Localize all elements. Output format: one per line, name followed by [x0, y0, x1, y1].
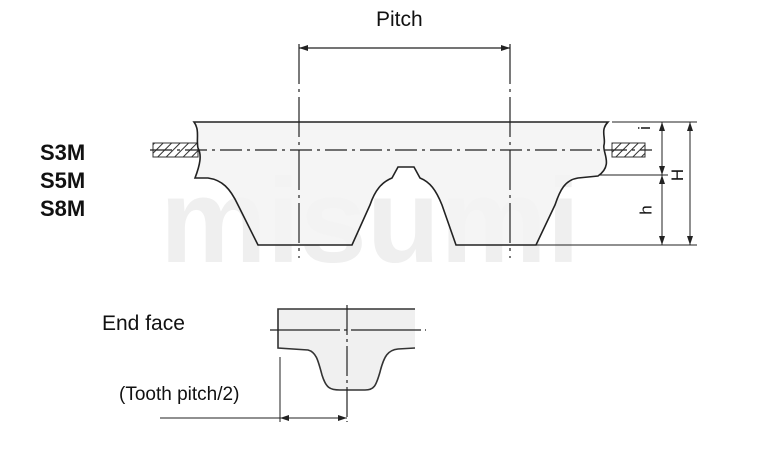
end-face-label: End face [102, 312, 185, 335]
pitch-label: Pitch [376, 8, 423, 31]
dim-i-label: i [634, 126, 654, 130]
model-label-s5m: S5M [40, 168, 86, 193]
model-label-s8m: S8M [40, 196, 86, 221]
dim-H-label: H [668, 168, 688, 182]
belt-profile [192, 121, 610, 246]
dim-h-label: h [636, 205, 656, 215]
model-label-s3m: S3M [40, 140, 86, 165]
tooth-pitch-label: (Tooth pitch/2) [119, 384, 240, 405]
